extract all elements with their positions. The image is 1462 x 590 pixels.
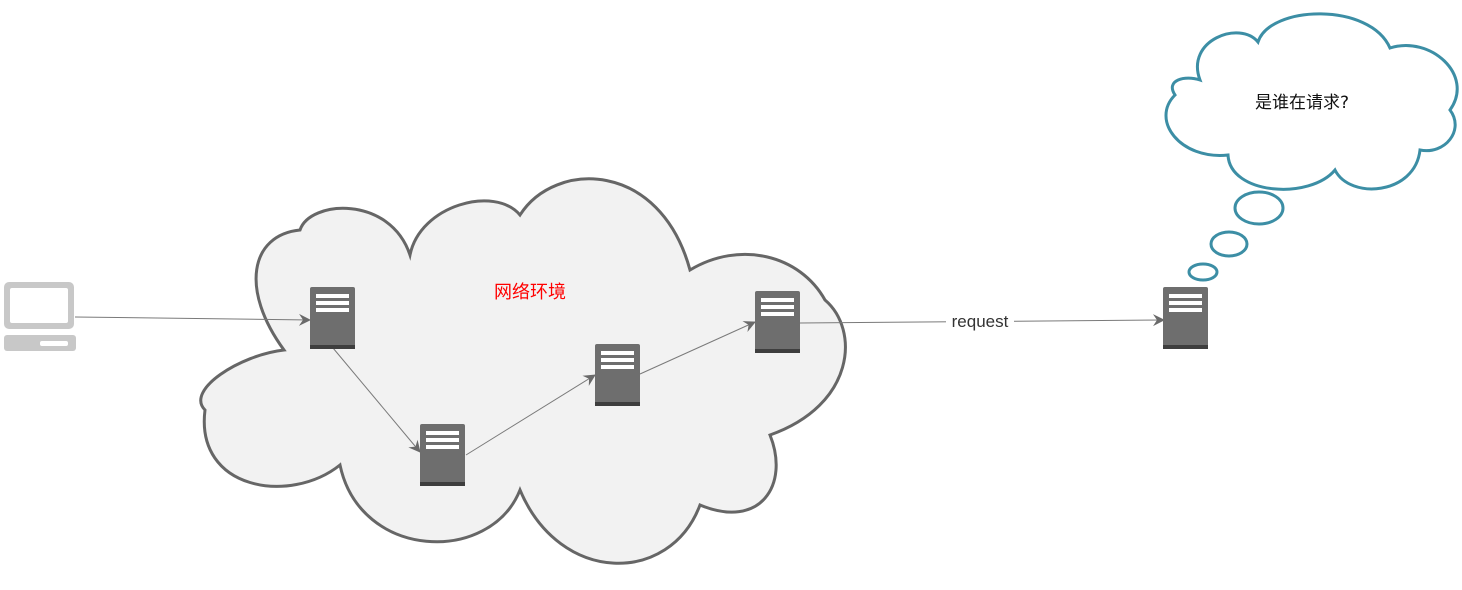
network-cloud	[199, 177, 847, 565]
laptop-icon	[4, 282, 76, 351]
server-icon	[595, 344, 640, 406]
thought-bubble-medium	[1209, 230, 1249, 258]
edge-relay2-to-relay3	[465, 374, 596, 456]
request-label: request	[952, 312, 1009, 331]
edge-relay1-to-relay2	[332, 347, 421, 453]
server-icon	[420, 424, 465, 486]
thought-text: 是谁在请求?	[1255, 93, 1349, 113]
request-label-bg	[946, 310, 1014, 332]
server-icon	[1163, 287, 1208, 349]
network-label: 网络环境	[494, 282, 566, 303]
server-icon	[755, 291, 800, 353]
thought-bubble-small	[1187, 262, 1219, 282]
server-icon	[310, 287, 355, 349]
thought-cloud	[1164, 12, 1459, 191]
thought-bubble-large	[1233, 190, 1285, 226]
edge-relay3-to-relay4	[639, 321, 756, 375]
edge-client-to-relay1	[74, 313, 311, 326]
